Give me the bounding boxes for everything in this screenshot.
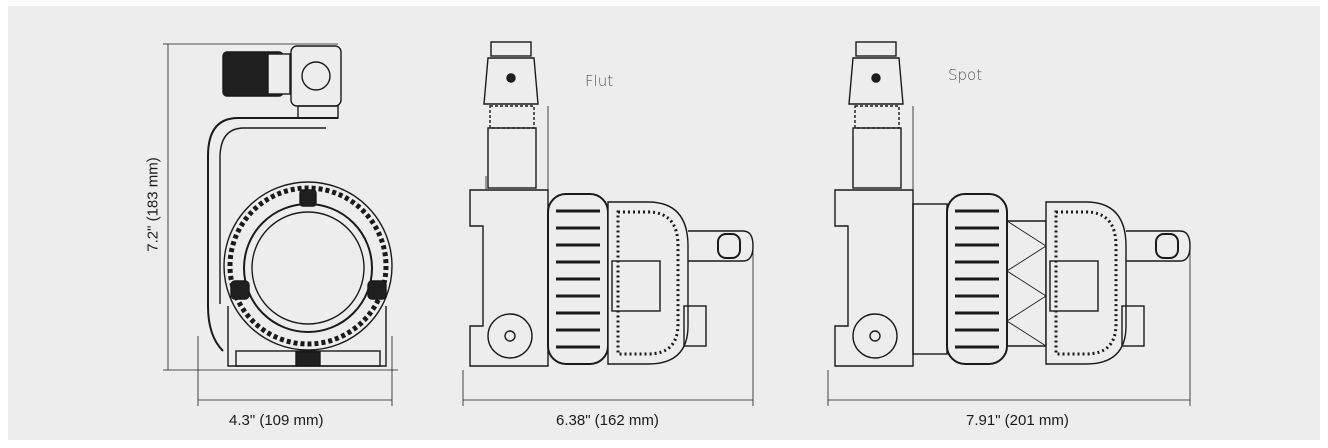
front-height-label: 7.2" (183 mm): [144, 157, 162, 252]
front-width-label: 4.3" (109 mm): [229, 412, 324, 429]
flood-mode-label: Flut: [585, 72, 614, 90]
diagram-frame: 7.2" (183 mm) 4.3" (109 mm) Flut 6.38" (…: [8, 6, 1320, 440]
technical-drawing: [163, 41, 1191, 406]
spot-length-label: 7.91" (201 mm): [966, 412, 1069, 429]
spot-view: [827, 41, 1191, 406]
front-view: [163, 43, 398, 406]
flood-length-label: 6.38" (162 mm): [556, 412, 659, 429]
spot-mode-label: Spot: [948, 66, 983, 84]
flood-view: [462, 41, 754, 406]
